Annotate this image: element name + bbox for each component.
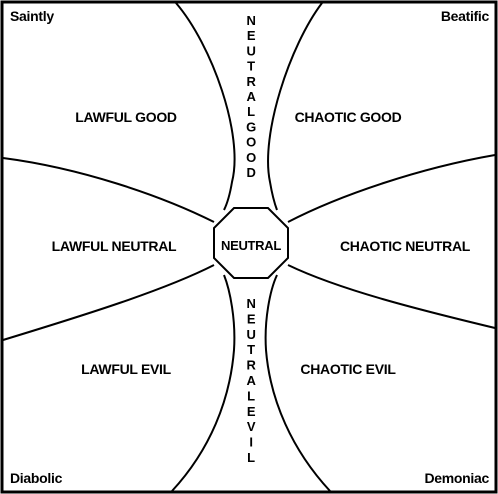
corner-label-diabolic: Diabolic <box>10 470 63 486</box>
vertical-letter: E <box>247 28 256 43</box>
region-label-lawful-neutral: LAWFUL NEUTRAL <box>52 238 177 254</box>
region-label-lawful-evil: LAWFUL EVIL <box>81 361 172 377</box>
corner-label-demoniac: Demoniac <box>424 470 489 486</box>
vertical-letter: N <box>246 296 255 311</box>
region-label-chaotic-evil: CHAOTIC EVIL <box>300 361 396 377</box>
vertical-letter: R <box>246 358 256 373</box>
boundary-upper-right <box>267 2 323 211</box>
vertical-letter: L <box>247 104 255 119</box>
region-label-lawful-good: LAWFUL GOOD <box>75 109 177 125</box>
vertical-letter: R <box>246 74 256 89</box>
vertical-letter: I <box>249 435 252 450</box>
corner-label-saintly: Saintly <box>10 8 54 24</box>
boundary-right-lower <box>287 264 496 329</box>
vertical-letter: N <box>246 13 255 28</box>
boundary-right-upper <box>287 154 496 223</box>
vertical-letter: G <box>246 119 256 134</box>
vertical-letter: E <box>247 404 256 419</box>
boundary-left-upper <box>2 157 215 223</box>
boundary-left-lower <box>2 264 215 341</box>
vertical-letter: T <box>247 59 255 74</box>
boundary-lower-right <box>264 274 331 492</box>
vertical-letter: V <box>247 419 256 434</box>
boundary-lower-left <box>171 274 236 492</box>
vertical-letter: L <box>247 388 255 403</box>
vertical-letter: L <box>247 450 255 465</box>
neutral-octagon <box>213 207 289 279</box>
region-label-chaotic-good: CHAOTIC GOOD <box>295 109 402 125</box>
region-label-chaotic-neutral: CHAOTIC NEUTRAL <box>340 238 471 254</box>
region-label-neutral: NEUTRAL <box>221 238 281 253</box>
vertical-letter: A <box>246 373 256 388</box>
vertical-letter: A <box>246 89 256 104</box>
vertical-letter: D <box>246 165 255 180</box>
vertical-letter: O <box>246 135 256 150</box>
vertical-letter: U <box>246 43 255 58</box>
boundary-upper-left <box>175 2 236 211</box>
corner-label-beatific: Beatific <box>441 8 490 24</box>
vertical-letter: E <box>247 311 256 326</box>
vertical-letter: U <box>246 327 255 342</box>
vertical-letter: O <box>246 150 256 165</box>
vertical-letter: T <box>247 342 255 357</box>
